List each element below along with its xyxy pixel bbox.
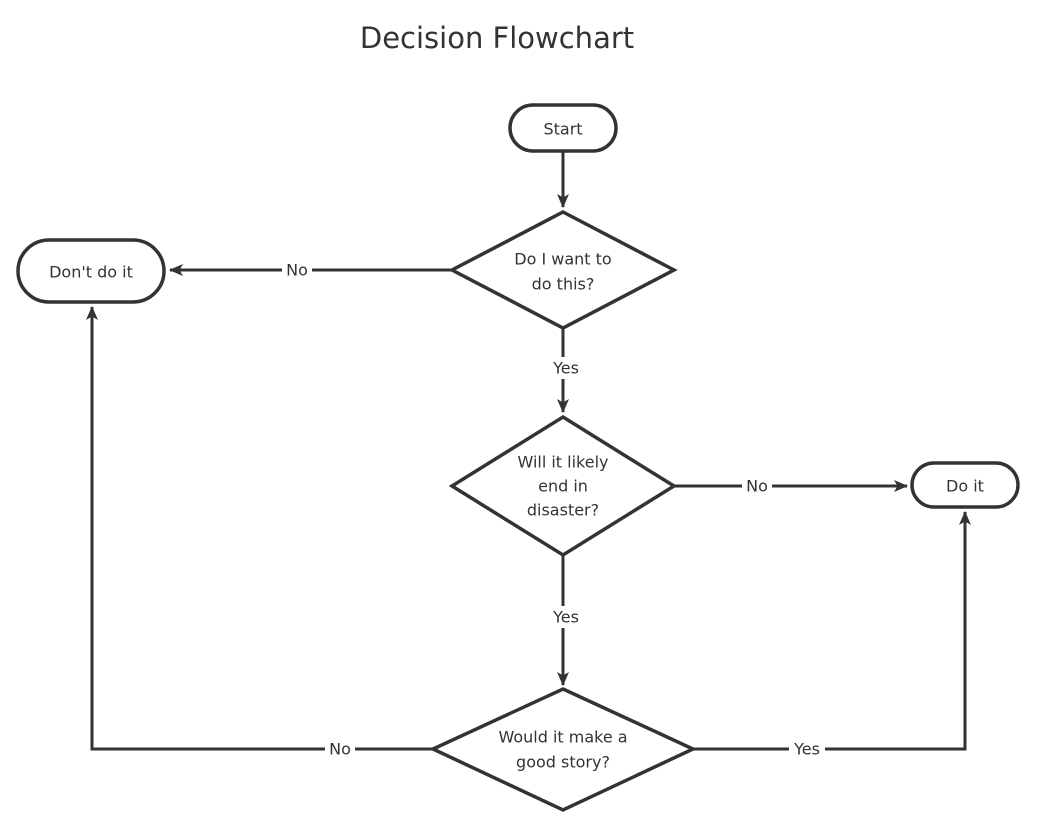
edge-label-bg <box>742 475 772 497</box>
edge-label-text: No <box>746 477 768 496</box>
node-do-it: Do it <box>910 461 1020 509</box>
decision-want-line2: do this? <box>532 275 595 294</box>
edge-label-want-yes: Yes <box>548 357 584 379</box>
edge-label-bg <box>548 357 584 379</box>
decision-want-shape <box>448 210 678 330</box>
decision-story-shape <box>428 687 698 812</box>
edge-label-story-yes: Yes <box>789 738 825 760</box>
node-start-label: Start <box>543 120 582 139</box>
edge-label-bg <box>282 259 312 281</box>
node-do-it-shape <box>910 461 1020 509</box>
decision-story: Would it make a good story? <box>428 687 698 812</box>
decision-disaster-line1: Will it likely <box>517 453 608 472</box>
decision-disaster-line2: end in <box>538 477 588 496</box>
node-dont-do-it-label: Don't do it <box>49 263 133 282</box>
edge-label-want-no: No <box>282 259 312 281</box>
diagram-title: Decision Flowchart <box>360 21 634 55</box>
node-start-shape <box>508 103 618 153</box>
edge-label-text: No <box>286 261 308 280</box>
edge-label-text: Yes <box>793 740 820 759</box>
decision-story-line2: good story? <box>516 753 610 772</box>
node-start: Start <box>508 103 618 153</box>
edge-label-text: Yes <box>552 359 579 378</box>
decision-disaster-shape <box>448 414 678 558</box>
edge-label-bg <box>548 606 584 628</box>
node-dont-do-it-shape <box>16 238 166 304</box>
edge-label-bg <box>789 738 825 760</box>
edge-story-no <box>86 306 433 751</box>
edge-label-text: No <box>329 740 351 759</box>
edge-label-bg <box>325 738 355 760</box>
node-dont-do-it: Don't do it <box>16 238 166 304</box>
edge-label-story-no: No <box>325 738 355 760</box>
decision-story-line1: Would it make a <box>498 728 627 747</box>
decision-want: Do I want to do this? <box>448 210 678 330</box>
edge-label-disaster-yes: Yes <box>548 606 584 628</box>
decision-disaster: Will it likely end in disaster? <box>448 414 678 558</box>
node-do-it-label: Do it <box>946 477 984 496</box>
edge-story-yes <box>693 511 971 751</box>
decision-disaster-line3: disaster? <box>527 501 599 520</box>
decision-want-line1: Do I want to <box>514 250 611 269</box>
edge-label-text: Yes <box>552 608 579 627</box>
edge-label-disaster-no: No <box>742 475 772 497</box>
